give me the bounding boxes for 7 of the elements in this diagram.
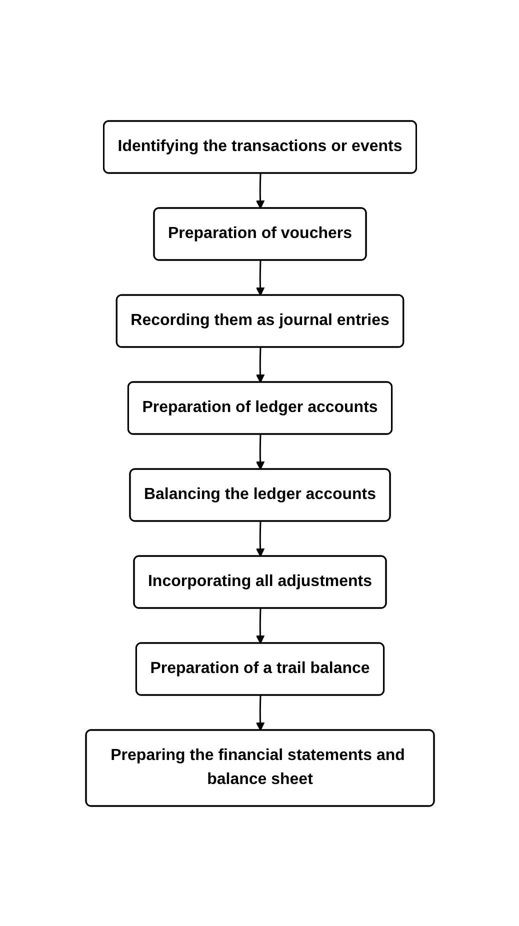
arrow: [255, 520, 264, 556]
arrow: [255, 260, 264, 296]
arrow: [255, 694, 264, 730]
arrow: [255, 172, 264, 208]
arrow: [255, 608, 264, 644]
arrow: [255, 346, 264, 382]
arrow: [255, 434, 264, 470]
